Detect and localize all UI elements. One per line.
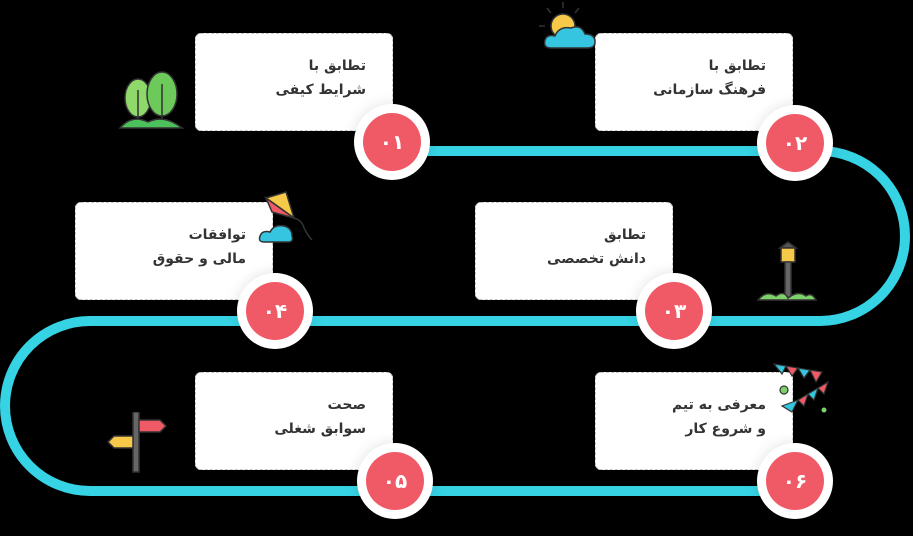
step-card-01: تطابق با شرایط کیفی <box>195 33 393 131</box>
step-card-04: توافقات مالی و حقوق <box>75 202 273 300</box>
step-title: تطابق با <box>708 58 766 74</box>
step-title: تطابق با <box>308 58 366 74</box>
step-title: تطابق <box>603 227 646 243</box>
step-badge-02: ۰۲ <box>757 105 833 181</box>
step-number: ۰۵ <box>366 452 424 510</box>
step-subtitle: و شروع کار <box>685 421 766 437</box>
step-number: ۰۲ <box>766 114 824 172</box>
step-badge-06: ۰۶ <box>757 443 833 519</box>
step-badge-04: ۰۴ <box>237 273 313 349</box>
trees-icon <box>118 71 184 129</box>
step-subtitle: فرهنگ سازمانی <box>653 82 766 98</box>
step-number: ۰۴ <box>246 282 304 340</box>
step-number: ۰۳ <box>645 282 703 340</box>
step-subtitle: سوابق شغلی <box>274 421 366 437</box>
signpost-icon <box>106 412 168 473</box>
step-card-05: صحت سوابق شغلی <box>195 372 393 470</box>
sun-cloud-icon <box>539 2 596 49</box>
step-card-03: تطابق دانش تخصصی <box>475 202 673 300</box>
step-title: توافقات <box>188 227 246 243</box>
street-lamp-icon <box>756 241 818 301</box>
step-number: ۰۶ <box>766 452 824 510</box>
step-number: ۰۱ <box>363 113 421 171</box>
step-subtitle: شرایط کیفی <box>275 82 367 98</box>
step-card-02: تطابق با فرهنگ سازمانی <box>595 33 793 131</box>
step-badge-05: ۰۵ <box>357 443 433 519</box>
kite-icon <box>258 191 313 243</box>
step-subtitle: مالی و حقوق <box>152 251 246 267</box>
step-badge-01: ۰۱ <box>354 104 430 180</box>
step-subtitle: دانش تخصصی <box>546 251 646 267</box>
step-card-06: معرفی به تیم و شروع کار <box>595 372 793 470</box>
bunting-flags-icon <box>772 363 830 413</box>
step-title: معرفی به تیم <box>671 397 766 413</box>
step-badge-03: ۰۳ <box>636 273 712 349</box>
step-title: صحت <box>327 397 366 413</box>
